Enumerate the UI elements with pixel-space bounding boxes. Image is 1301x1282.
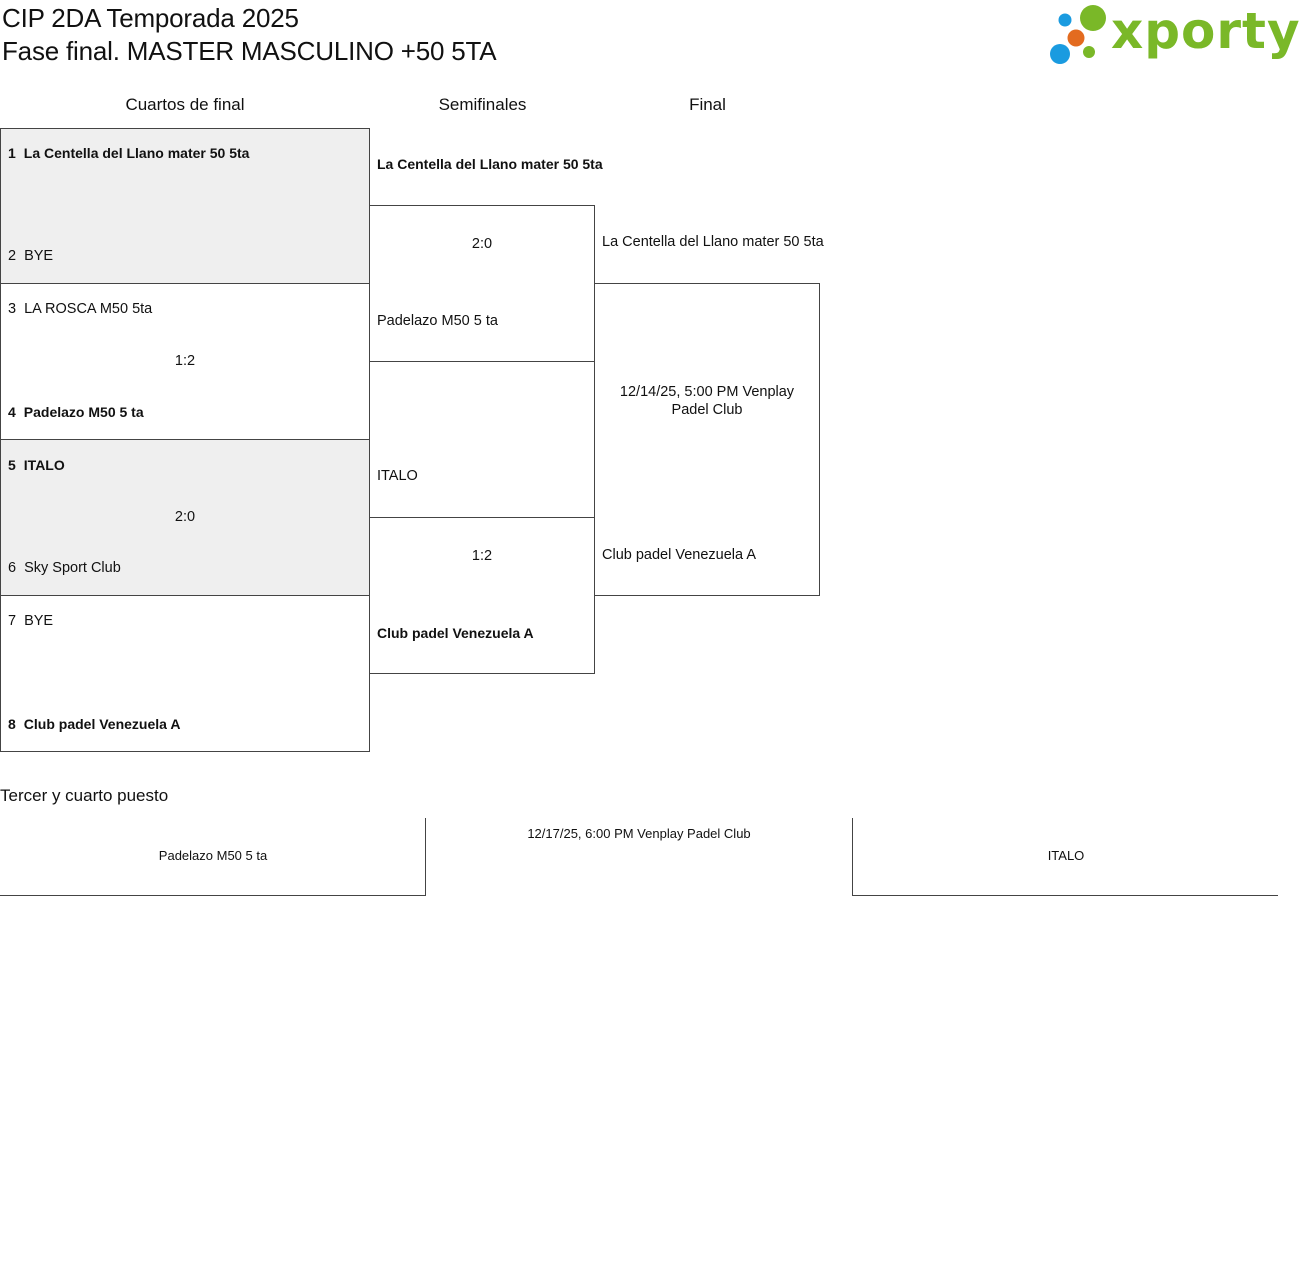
qf3-team-a[interactable]: 5 ITALO <box>8 457 65 473</box>
qf2-team-a[interactable]: 3 LA ROSCA M50 5ta <box>8 301 152 317</box>
sf1-team-b[interactable]: Padelazo M50 5 ta <box>377 313 498 329</box>
qf4-team-a[interactable]: 7 BYE <box>8 613 53 629</box>
sf2-team-a[interactable]: ITALO <box>377 468 418 484</box>
final-team-b[interactable]: Club padel Venezuela A <box>602 547 756 563</box>
qf1-team-a[interactable]: 1 La Centella del Llano mater 50 5ta <box>8 145 249 161</box>
sf1-score: 2:0 <box>471 236 493 252</box>
round-header-final: Final <box>689 95 726 114</box>
final-schedule: 12/14/25, 5:00 PM Venplay Padel Club <box>619 384 795 418</box>
third-place-team-a-slot[interactable]: Padelazo M50 5 ta <box>0 818 426 896</box>
third-place-schedule: 12/17/25, 6:00 PM Venplay Padel Club <box>527 826 751 841</box>
round-header-quarterfinals: Cuartos de final <box>125 95 245 114</box>
qf1-team-a-name: La Centella del Llano mater 50 5ta <box>23 145 250 161</box>
qf2-team-b-name: Padelazo M50 5 ta <box>23 404 144 420</box>
qf3-team-b-name: Sky Sport Club <box>24 560 121 576</box>
qf2-seed-b: 4 <box>8 404 16 420</box>
qf1-team-b[interactable]: 2 BYE <box>8 248 53 264</box>
semifinal-match-2[interactable]: 1:2 Club padel Venezuela A <box>369 517 595 674</box>
round-header-semifinals: Semifinales <box>438 95 527 114</box>
semifinal-match-1[interactable]: 2:0 Padelazo M50 5 ta <box>369 205 595 362</box>
qf4-seed-a: 7 <box>8 613 17 629</box>
qf4-team-b[interactable]: 8 Club padel Venezuela A <box>8 716 180 732</box>
qf1-team-b-name: BYE <box>24 248 54 264</box>
xporty-logo-icon <box>1050 5 1106 64</box>
sf2-team-b[interactable]: Club padel Venezuela A <box>377 625 534 641</box>
third-place-heading: Tercer y cuarto puesto <box>0 786 169 805</box>
quarterfinal-match-1[interactable]: 1 La Centella del Llano mater 50 5ta 2 BYE <box>0 128 370 284</box>
logo-wordmark: xporty <box>1111 2 1301 60</box>
third-place-team-a: Padelazo M50 5 ta <box>158 848 268 863</box>
qf3-seed-a: 5 <box>8 457 16 473</box>
quarterfinal-match-2[interactable]: 3 LA ROSCA M50 5ta 1:2 4 Padelazo M50 5 ta <box>0 283 370 440</box>
qf1-seed-b: 2 <box>8 248 17 264</box>
sf1-team-a[interactable]: La Centella del Llano mater 50 5ta <box>377 156 603 172</box>
qf2-team-a-name: LA ROSCA M50 5ta <box>24 301 153 317</box>
qf2-team-b[interactable]: 4 Padelazo M50 5 ta <box>8 404 144 420</box>
xporty-logo[interactable]: xporty <box>1049 2 1300 66</box>
qf3-score: 2:0 <box>174 509 196 525</box>
quarterfinal-match-4[interactable]: 7 BYE 8 Club padel Venezuela A <box>0 595 370 752</box>
quarterfinal-match-3[interactable]: 5 ITALO 2:0 6 Sky Sport Club <box>0 439 370 596</box>
qf4-seed-b: 8 <box>8 716 16 732</box>
sf2-score: 1:2 <box>471 548 493 564</box>
qf4-team-a-name: BYE <box>24 613 54 629</box>
final-team-a[interactable]: La Centella del Llano mater 50 5ta <box>602 234 824 250</box>
final-match[interactable]: 12/14/25, 5:00 PM Venplay Padel Club Clu… <box>594 283 820 596</box>
third-place-team-b-slot[interactable]: ITALO <box>852 818 1278 896</box>
qf1-seed-a: 1 <box>8 145 16 161</box>
phase-title: Fase final. MASTER MASCULINO +50 5TA <box>2 36 497 66</box>
qf4-team-b-name: Club padel Venezuela A <box>23 716 181 732</box>
qf3-team-b[interactable]: 6 Sky Sport Club <box>8 560 121 576</box>
qf3-seed-b: 6 <box>8 560 17 576</box>
qf3-team-a-name: ITALO <box>23 457 65 473</box>
third-place-team-b: ITALO <box>1047 848 1085 863</box>
qf2-score: 1:2 <box>174 353 196 369</box>
qf2-seed-a: 3 <box>8 301 17 317</box>
tournament-title: CIP 2DA Temporada 2025 <box>2 3 299 33</box>
